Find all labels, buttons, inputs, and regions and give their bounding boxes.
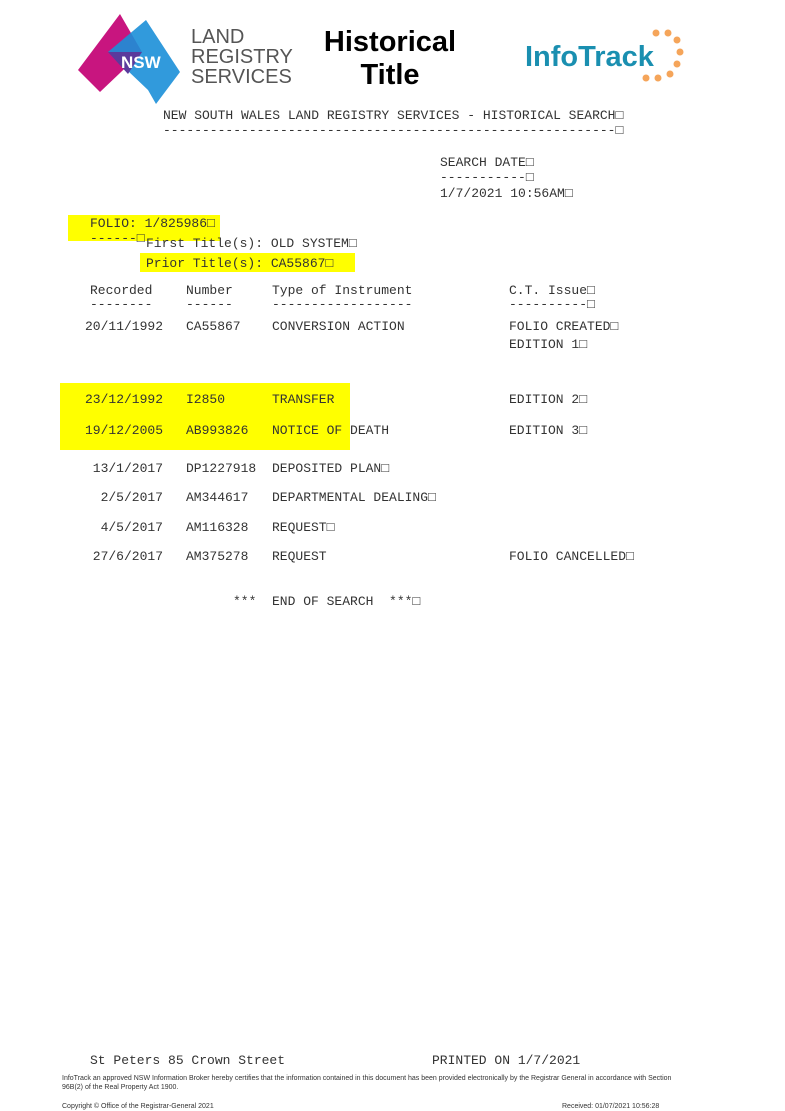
row-recorded: 19/12/2005: [84, 423, 163, 438]
search-heading-rule: ----------------------------------------…: [163, 123, 624, 138]
footer-received: Received: 01/07/2021 10:56:28: [562, 1103, 660, 1110]
nsw-logo: [78, 14, 180, 104]
row-ct-issue: FOLIO CREATED□: [509, 319, 619, 334]
row-number: DP1227918: [186, 461, 257, 476]
prior-title: Prior Title(s): CA55867□: [146, 256, 334, 271]
footer-copyright: Copyright © Office of the Registrar-Gene…: [62, 1103, 214, 1110]
row-number: AM375278: [186, 549, 249, 564]
folio-rule: ------□: [90, 231, 145, 246]
row-type: REQUEST□: [272, 520, 335, 535]
folio-highlight: [68, 215, 220, 241]
row-recorded: 27/6/2017: [92, 549, 163, 564]
search-date-value: 1/7/2021 10:56AM□: [440, 186, 573, 201]
row-number: CA55867: [186, 319, 241, 334]
row-number: I2850: [186, 392, 226, 407]
row-recorded: 2/5/2017: [100, 490, 163, 505]
row-ct-issue: EDITION 2□: [509, 392, 588, 407]
row-ct-issue-2: EDITION 1□: [509, 337, 588, 352]
footer-certification: InfoTrack an approved NSW Information Br…: [62, 1075, 672, 1091]
first-title: First Title(s): OLD SYSTEM□: [146, 236, 357, 251]
lrs-line-3: SERVICES: [191, 66, 292, 88]
prior-title-highlight: [140, 253, 355, 272]
header-recorded: Recorded: [90, 283, 153, 298]
row-type: DEPOSITED PLAN□: [272, 461, 390, 476]
rule-recorded: --------: [90, 297, 153, 312]
row-number: AB993826: [186, 423, 249, 438]
nsw-logo-text: NSW: [121, 53, 161, 72]
row-recorded: 4/5/2017: [100, 520, 163, 535]
row-recorded: 20/11/1992: [84, 319, 163, 334]
search-date-label: SEARCH DATE□: [440, 155, 534, 170]
row-type: NOTICE OF DEATH: [272, 423, 390, 438]
rule-ct-issue: ----------□: [509, 297, 595, 312]
row-recorded: 13/1/2017: [92, 461, 163, 476]
row-number: AM116328: [186, 520, 249, 535]
lrs-line-1: LAND: [191, 26, 245, 48]
footer-address: St Peters 85 Crown Street: [90, 1053, 286, 1068]
search-heading: NEW SOUTH WALES LAND REGISTRY SERVICES -…: [163, 108, 624, 123]
lrs-line-2: REGISTRY: [191, 46, 293, 68]
infotrack-logo: InfoTrack: [525, 41, 654, 73]
row-recorded: 23/12/1992: [84, 392, 163, 407]
title-line-2: Title: [360, 59, 420, 91]
search-date-rule: -----------□: [440, 170, 534, 185]
header-ct-issue: C.T. Issue□: [509, 283, 595, 298]
row-type: CONVERSION ACTION: [272, 319, 405, 334]
row-type: REQUEST: [272, 549, 327, 564]
infotrack-dots-icon: [642, 29, 684, 82]
rule-type: ------------------: [272, 297, 413, 312]
lrs-logo: LAND REGISTRY SERVICES: [191, 27, 293, 87]
folio-label: FOLIO: 1/825986□: [90, 216, 215, 231]
document-title: Historical Title: [300, 26, 480, 92]
rows-highlight: [60, 383, 350, 450]
header-type: Type of Instrument: [272, 283, 413, 298]
row-number: AM344617: [186, 490, 249, 505]
title-line-1: Historical: [323, 26, 457, 58]
footer-printed: PRINTED ON 1/7/2021: [432, 1053, 581, 1068]
row-type: TRANSFER: [272, 392, 335, 407]
header-number: Number: [186, 283, 233, 298]
end-of-search: *** END OF SEARCH ***□: [233, 594, 421, 609]
rule-number: ------: [186, 297, 233, 312]
row-ct-issue: EDITION 3□: [509, 423, 588, 438]
row-type: DEPARTMENTAL DEALING□: [272, 490, 436, 505]
row-ct-issue: FOLIO CANCELLED□: [509, 549, 634, 564]
